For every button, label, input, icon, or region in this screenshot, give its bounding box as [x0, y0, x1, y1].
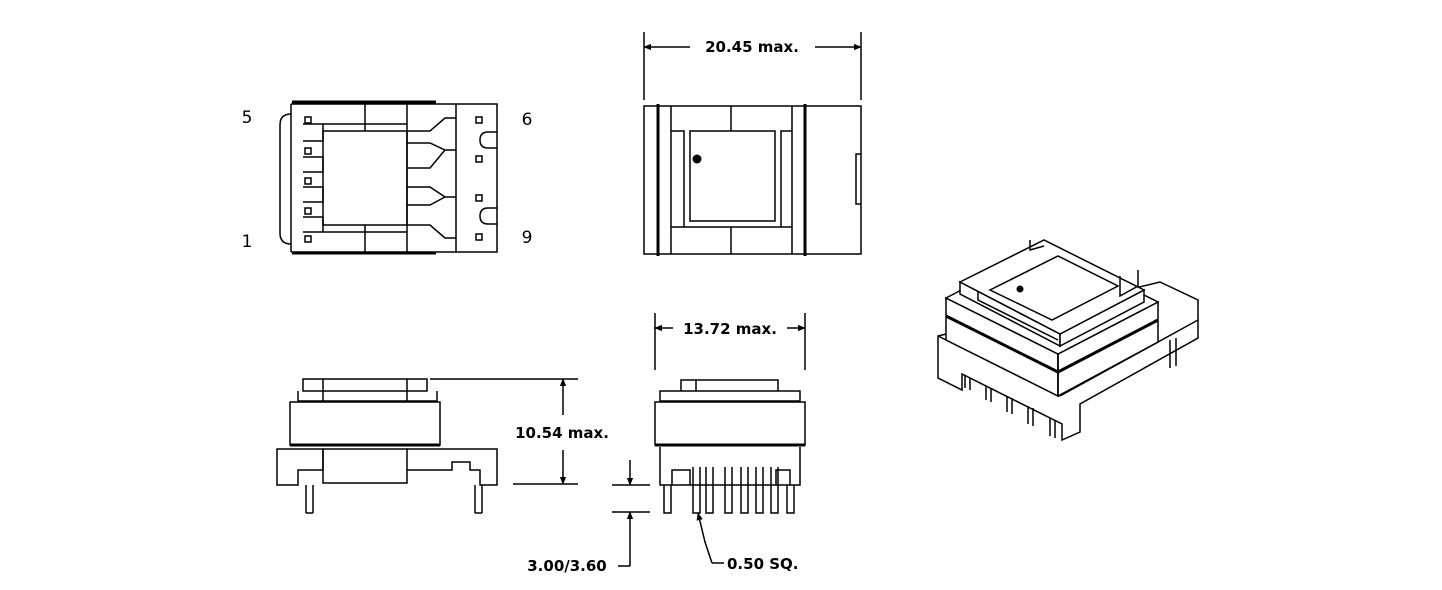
end-view-pins [663, 467, 795, 514]
polarity-dot [692, 154, 702, 164]
pin-label-9: 9 [522, 228, 533, 248]
top-view-outline [279, 103, 498, 253]
dim-width-label: 13.72 max. [683, 320, 777, 338]
top-view-winding [322, 130, 408, 226]
core-top-view: 20.45 max. [643, 32, 862, 256]
pin-label-5: 5 [242, 108, 253, 128]
end-view: 13.72 max. 3.00/3.60 0.50 SQ. [527, 313, 806, 575]
pin-label-1: 1 [242, 232, 253, 252]
dim-length-label: 20.45 max. [705, 38, 799, 56]
top-view-right-leads [407, 104, 457, 252]
core-top-outline [643, 105, 862, 255]
dim-pin-size-label: 0.50 SQ. [727, 555, 798, 573]
iso-polarity-dot [1016, 285, 1024, 293]
dim-height-label: 10.54 max. [515, 424, 609, 442]
isometric-view [937, 239, 1199, 442]
end-view-winding [654, 401, 806, 446]
side-view: 10.54 max. [276, 378, 609, 514]
pin-label-6: 6 [522, 110, 533, 130]
dim-pin-length-label: 3.00/3.60 [527, 557, 607, 575]
top-view: 5 1 6 9 [242, 100, 533, 255]
side-view-winding [289, 401, 441, 446]
iso-pins [964, 338, 1177, 438]
